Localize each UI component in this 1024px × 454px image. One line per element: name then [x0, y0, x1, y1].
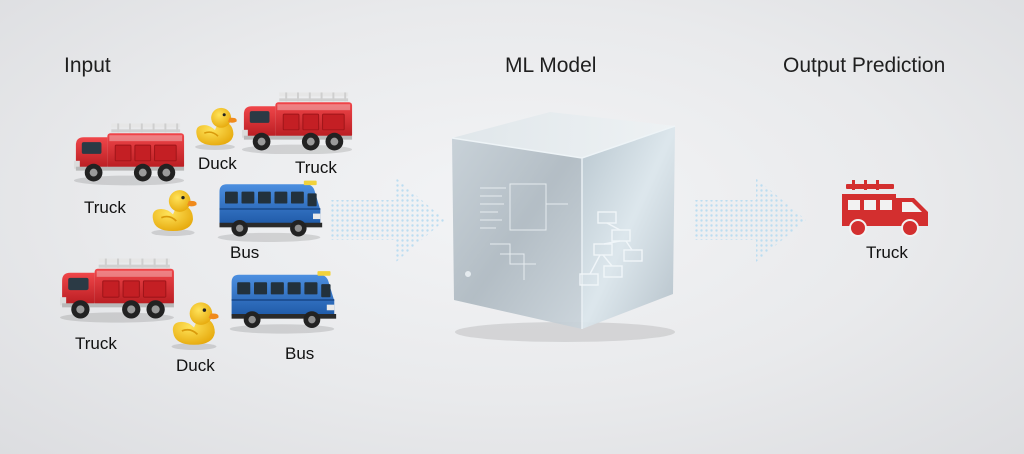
ml-model-cube: [440, 104, 690, 344]
duck-icon: [168, 298, 220, 350]
duck-icon: [192, 104, 238, 150]
model-header: ML Model: [505, 54, 597, 77]
input-header: Input: [64, 54, 111, 77]
duck-icon: [148, 186, 198, 236]
input-label-3: Truck: [295, 158, 337, 177]
predicted-truck-icon: [838, 180, 934, 238]
truck-icon: [238, 84, 356, 154]
truck-icon: [70, 110, 188, 190]
prediction-label: Truck: [866, 243, 908, 262]
output-header: Output Prediction: [783, 54, 946, 77]
input-label-5: Bus: [230, 243, 260, 262]
input-label-7: Duck: [176, 356, 215, 375]
bus-icon: [226, 262, 338, 338]
input-label-1: Truck: [84, 198, 126, 217]
input-label-2: Duck: [198, 154, 237, 173]
arrow-input-to-model-icon: [330, 178, 445, 262]
input-label-8: Bus: [285, 344, 315, 363]
input-label-6: Truck: [75, 334, 117, 353]
bus-icon: [214, 172, 324, 246]
truck-icon: [56, 246, 178, 326]
arrow-model-to-output-icon: [694, 178, 806, 262]
